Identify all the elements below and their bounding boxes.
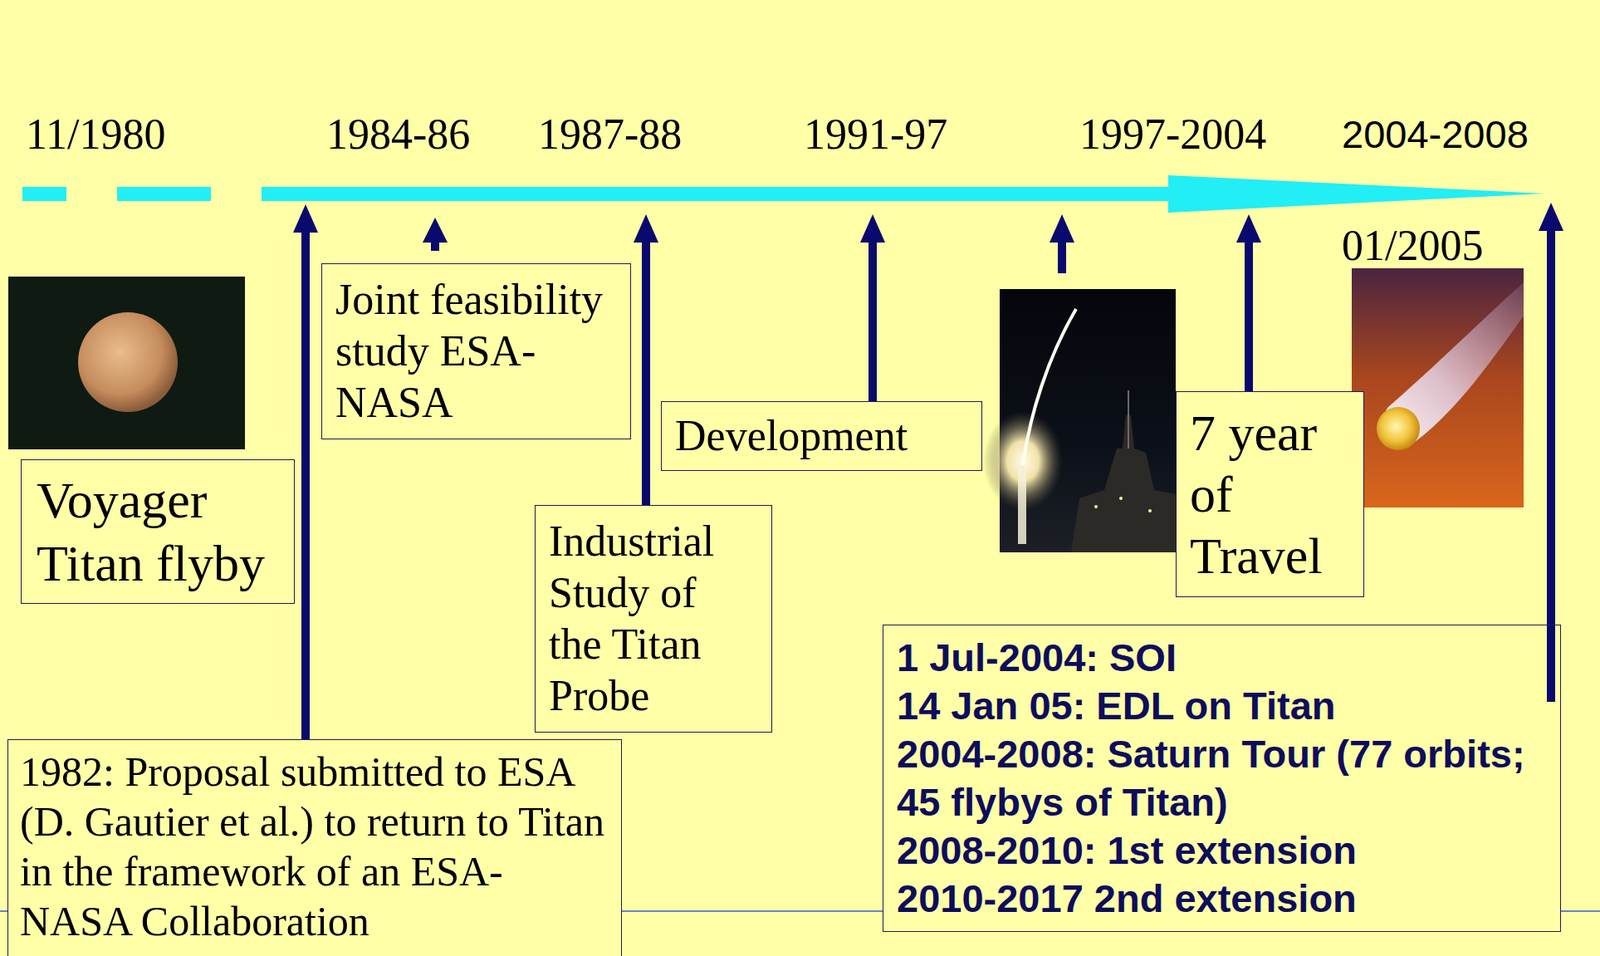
event-box: 7 year of Travel [1175,391,1365,597]
event-box: 1982: Proposal submitted to ESA (D. Gaut… [7,738,622,956]
date-label: 1997-2004 [1079,112,1267,157]
leader-arrow [293,204,319,739]
box-text: Voyager Titan flyby [36,468,279,595]
ship-light [1119,496,1123,500]
box-text: 2010-2017 2nd extension [896,874,1547,923]
date-label: 01/2005 [1341,224,1483,268]
reflection [1017,464,1027,544]
ship-silhouette [1071,415,1176,553]
titan-globe [78,312,178,412]
ship-mast [1127,390,1130,449]
box-text: Industrial Study of the Titan Probe [548,515,759,722]
date-label: 1991-97 [803,112,948,157]
timeline-bar [261,186,1170,201]
leader-arrow [633,214,659,505]
box-text: 2008-2010: 1st extension [896,826,1547,875]
event-box: Voyager Titan flyby [20,459,295,604]
box-text: Joint feasibility study ESA-NASA [335,274,617,429]
box-text: 2004-2008: Saturn Tour (77 orbits; 45 fl… [896,729,1547,827]
timeline-dash [22,186,67,201]
leader-arrow [860,214,886,402]
leader-arrow [1236,214,1262,392]
probe [1376,406,1420,451]
ship-light [1148,508,1152,513]
titan-sky [1351,268,1524,508]
box-text: 14 Jan 05: EDL on Titan [896,681,1547,730]
event-box: Industrial Study of the Titan Probe [534,504,773,733]
box-text: 1 Jul-2004: SOI [896,633,1547,682]
event-box: Joint feasibility study ESA-NASA [321,263,632,440]
timeline-dash [117,186,211,201]
date-label: 1987-88 [538,112,682,157]
box-text: Development [675,410,969,462]
milestone-box: 1 Jul-2004: SOI14 Jan 05: EDL on Titan20… [882,624,1561,932]
titan-photo [8,276,245,450]
leader-arrow [422,217,448,251]
event-box: Development [660,401,983,471]
leader-arrow [1049,214,1075,274]
box-text: 1982: Proposal submitted to ESA (D. Gaut… [19,746,610,946]
date-label: 1984-86 [326,112,470,157]
ship-light [1094,504,1098,509]
rocket-trail [1022,308,1077,465]
date-label: 2004-2008 [1341,114,1529,154]
footer-rule [1560,910,1600,912]
timeline-arrowhead [1168,175,1545,213]
leader-arrow [1538,202,1564,702]
date-label: 11/1980 [25,112,167,157]
box-text: 7 year of Travel [1189,401,1351,587]
probe-entry-picture [1351,268,1524,508]
launch-photo [983,288,1176,553]
